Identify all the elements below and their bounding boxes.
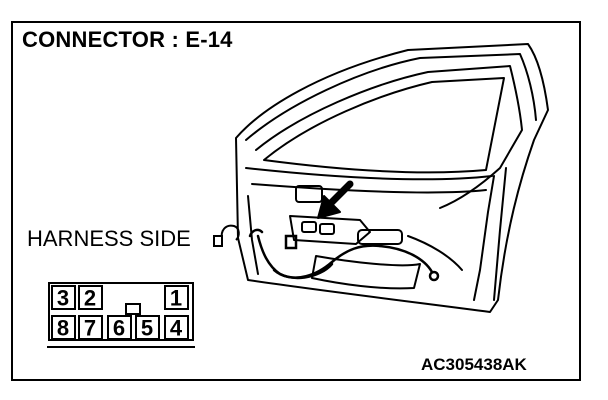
window-frame-inner: [255, 65, 523, 209]
pin-cell-2: [78, 285, 103, 310]
pin-label: 2: [84, 286, 96, 311]
connector-pin-labels: 3 2 1 8 7 6 5 4: [57, 286, 183, 341]
harness-wire: [378, 244, 434, 274]
door-belt-line: [245, 167, 493, 181]
inner-handle-recess: [295, 185, 323, 203]
window-frame-outer: [245, 53, 537, 141]
pin-cell-8: [51, 315, 76, 340]
pin-cell-4: [164, 315, 189, 340]
pin-label: 7: [84, 316, 96, 341]
pigtail-plug: [213, 235, 223, 247]
door-pull-handle: [357, 229, 403, 245]
door-rear-edge: [473, 175, 495, 301]
connector-title: CONNECTOR : E-14: [22, 27, 233, 52]
connector-face: [47, 282, 195, 348]
pointer-arrow-icon: [317, 180, 354, 219]
door-panel-contour: [407, 235, 463, 271]
connector-latch: [125, 303, 141, 315]
diagram-frame: [11, 21, 581, 381]
pin-label: 6: [113, 316, 125, 341]
vehicle-door-illustration: [235, 43, 549, 313]
door-rear-edge-outer: [493, 167, 507, 301]
harness-connector: [428, 270, 440, 282]
window-opening: [263, 77, 505, 174]
door-trim-line: [251, 183, 487, 194]
connector-pigtail: [213, 224, 240, 247]
wiring-harness: [248, 228, 440, 282]
door-outer-shell: [235, 43, 549, 313]
harness-wire-branch: [272, 262, 334, 280]
pin-cell-6: [107, 315, 132, 340]
figure-code: AC305438AK: [421, 355, 527, 374]
harness-side-label: HARNESS SIDE: [27, 226, 191, 251]
pin-cell-3: [51, 285, 76, 310]
door-front-edge: [247, 195, 259, 275]
pin-cell-5: [135, 315, 160, 340]
pin-label: 8: [57, 316, 69, 341]
harness-clip: [248, 228, 264, 238]
door-pocket: [311, 255, 421, 290]
window-switch: [319, 223, 335, 235]
pin-label: 5: [141, 316, 153, 341]
pigtail-loop: [220, 224, 240, 241]
pin-label: 1: [170, 286, 182, 311]
pin-cell-1: [164, 285, 189, 310]
pin-label: 4: [170, 316, 183, 341]
pin-cell-7: [78, 315, 103, 340]
pin-label: 3: [57, 286, 69, 311]
harness-connector-e14: [284, 234, 298, 250]
window-switch: [301, 221, 317, 233]
